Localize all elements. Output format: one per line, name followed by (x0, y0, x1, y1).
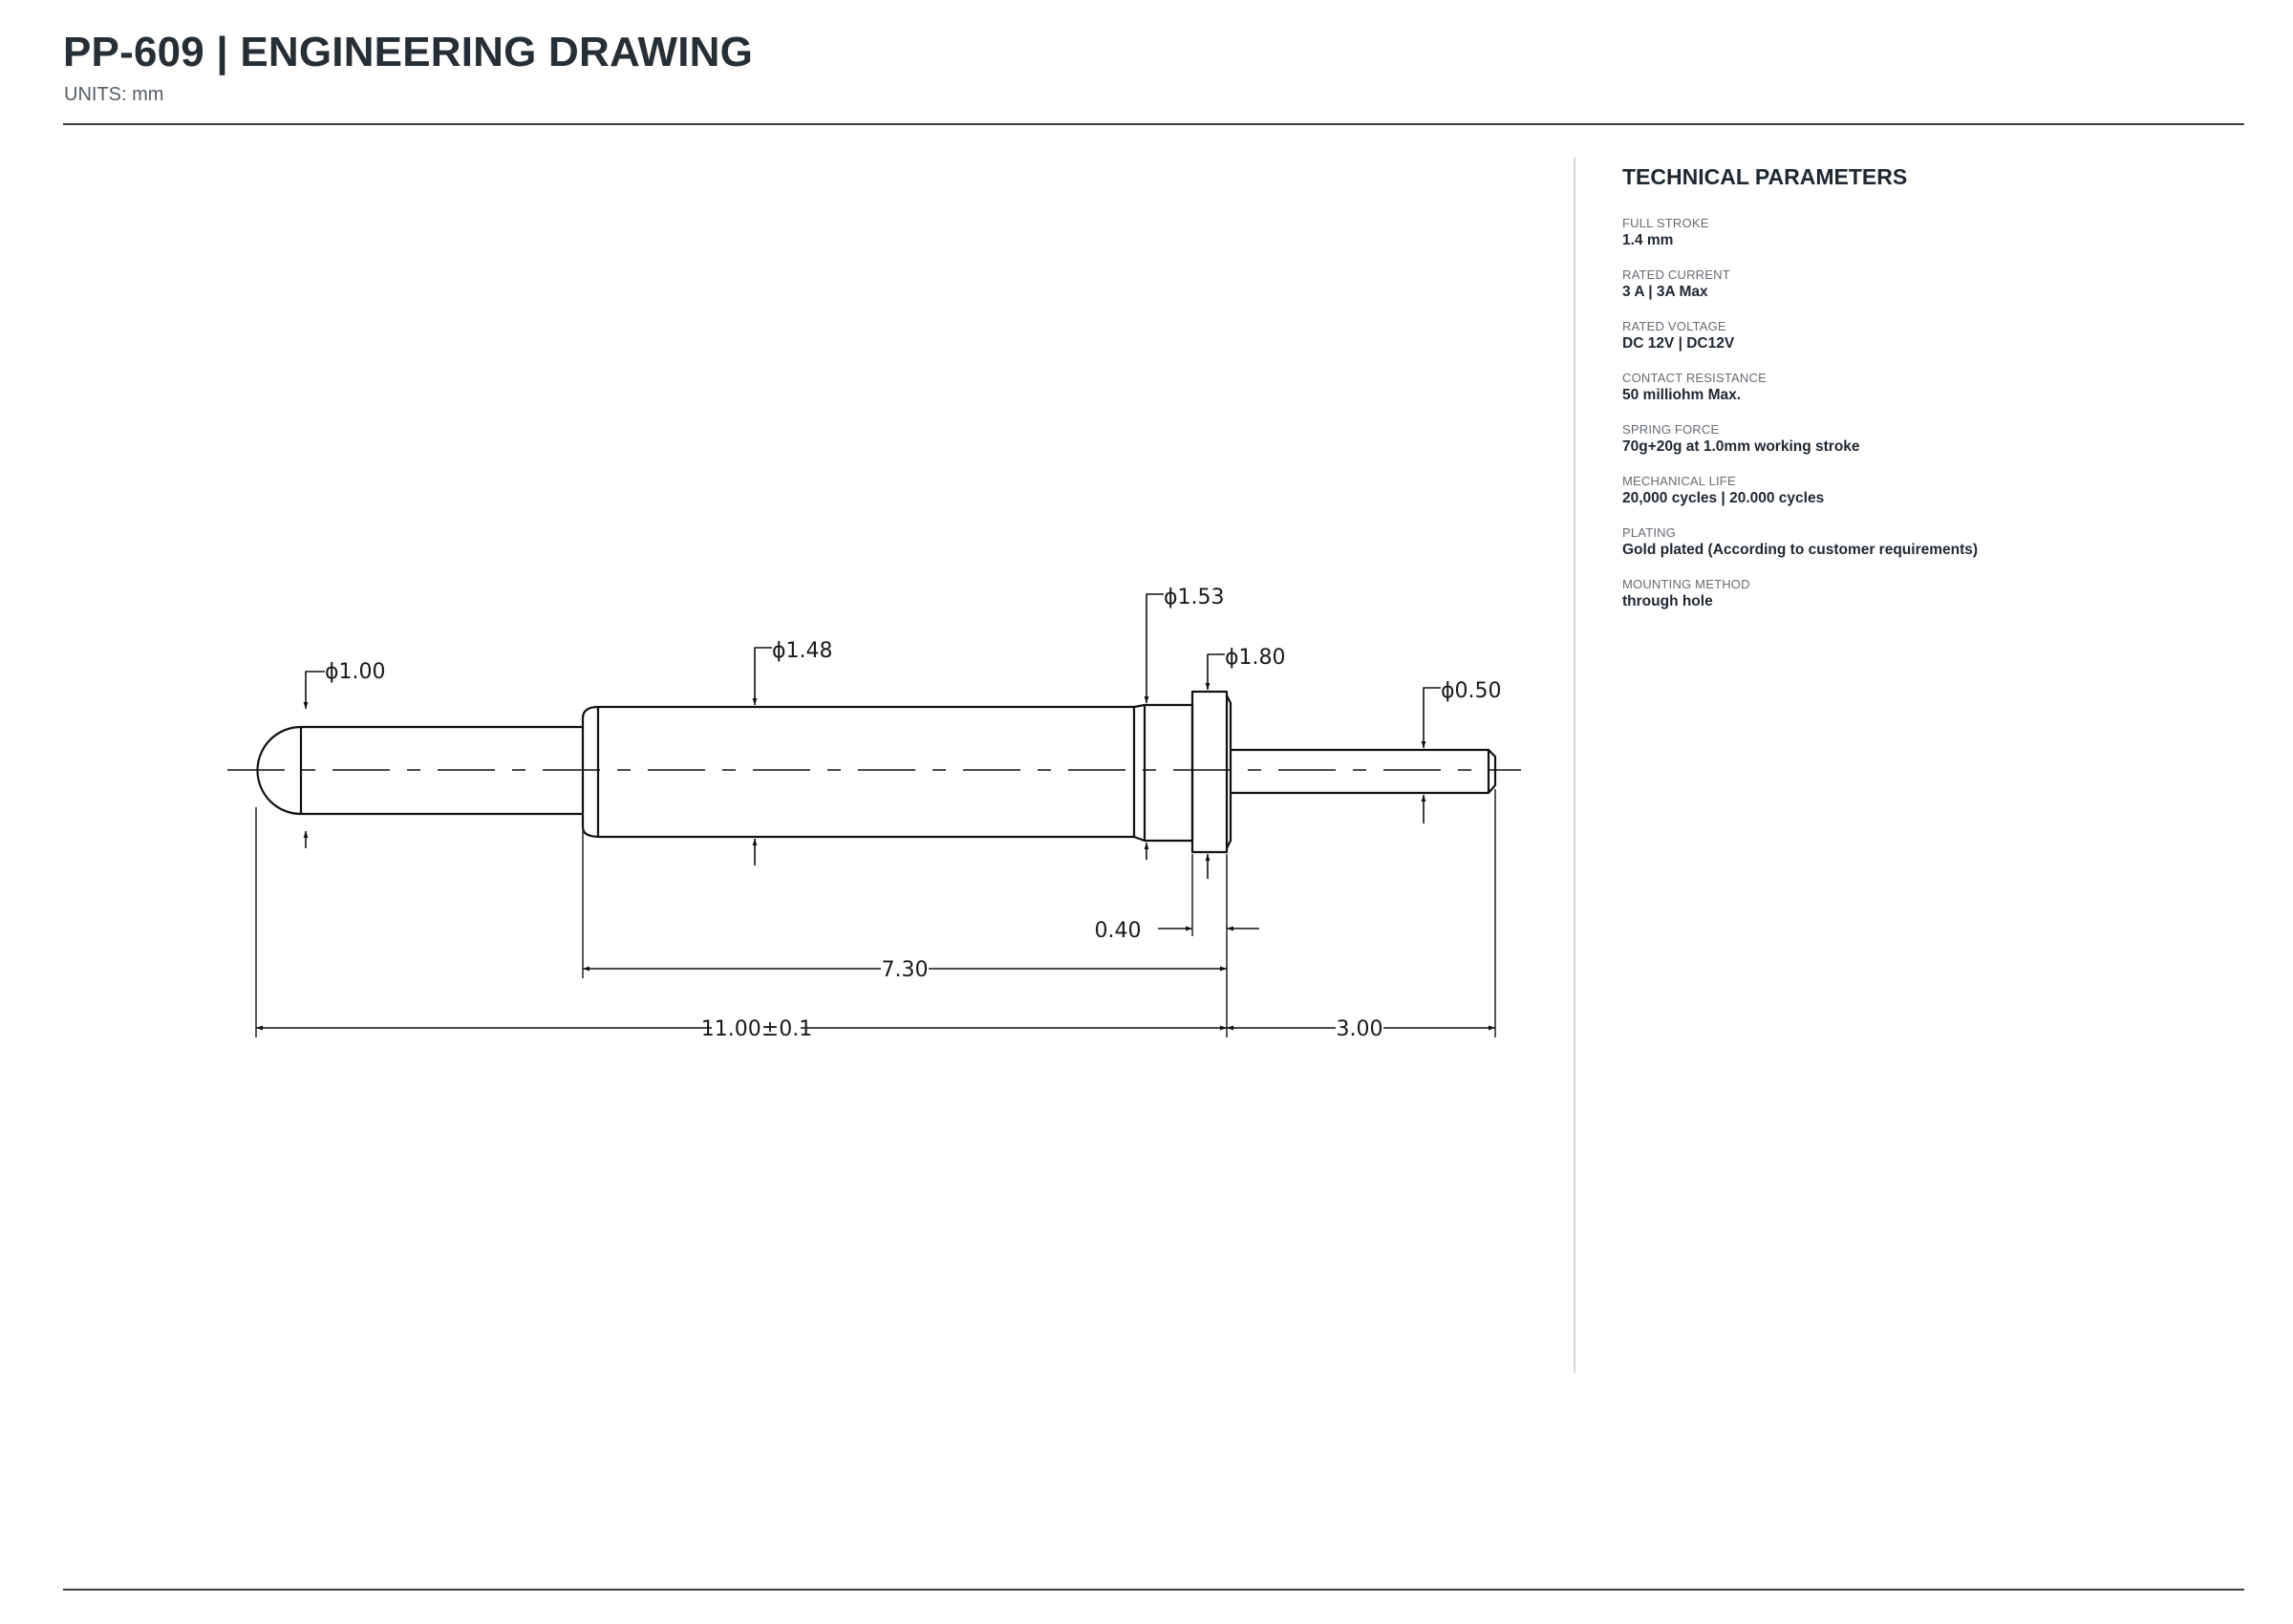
param-value: 70g+20g at 1.0mm working stroke (1622, 438, 1860, 455)
param-mounting-method: MOUNTING METHOD through hole (1622, 576, 2234, 611)
param-spring-force: SPRING FORCE 70g+20g at 1.0mm working st… (1622, 421, 2234, 457)
param-rated-current: RATED CURRENT 3 A | 3A Max (1622, 267, 2234, 302)
param-plating: PLATING Gold plated (According to custom… (1622, 524, 2234, 560)
param-full-stroke: FULL STROKE 1.4 mm (1622, 215, 2234, 250)
panel-divider (1574, 158, 1575, 1373)
plunger-body (301, 725, 583, 816)
header-divider (63, 123, 2244, 125)
param-value: 1.4 mm (1622, 232, 1674, 248)
param-label: CONTACT RESISTANCE (1622, 371, 1767, 385)
param-contact-resistance: CONTACT RESISTANCE 50 milliohm Max. (1622, 370, 2234, 405)
param-value: through hole (1622, 593, 1713, 609)
param-label: SPRING FORCE (1622, 422, 1720, 437)
dim-tip-diameter: ϕ1.00 (325, 660, 386, 684)
param-value: DC 12V | DC12V (1622, 335, 1735, 352)
param-mechanical-life: MECHANICAL LIFE 20,000 cycles | 20.000 c… (1622, 473, 2234, 508)
footer-divider (63, 1589, 2244, 1591)
dim-overall-length: 11.00±0.1 (701, 1017, 812, 1041)
dim-tail-diameter: ϕ0.50 (1441, 679, 1502, 703)
collar (1133, 703, 1194, 843)
param-rated-voltage: RATED VOLTAGE DC 12V | DC12V (1622, 318, 2234, 353)
param-value: 3 A | 3A Max (1622, 284, 1708, 300)
page-title: PP-609 | ENGINEERING DRAWING (63, 29, 754, 75)
param-label: MECHANICAL LIFE (1622, 474, 1736, 488)
param-value: 20,000 cycles | 20.000 cycles (1622, 490, 1825, 506)
dim-collar-diameter: ϕ1.53 (1164, 586, 1225, 609)
param-value: Gold plated (According to customer requi… (1622, 542, 1979, 558)
units-label: UNITS: mm (64, 84, 164, 105)
param-label: RATED CURRENT (1622, 267, 1730, 282)
tail (1231, 748, 1497, 795)
plunger-tip (256, 725, 303, 816)
param-label: FULL STROKE (1622, 216, 1709, 230)
param-label: PLATING (1622, 525, 1677, 540)
param-label: RATED VOLTAGE (1622, 319, 1726, 333)
technical-parameters-panel: TECHNICAL PARAMETERS FULL STROKE 1.4 mm … (1622, 164, 2234, 628)
param-value: 50 milliohm Max. (1622, 387, 1742, 403)
param-label: MOUNTING METHOD (1622, 577, 1750, 591)
panel-title: TECHNICAL PARAMETERS (1622, 164, 1908, 189)
barrel (581, 705, 1134, 839)
dim-barrel-length: 7.30 (882, 958, 929, 982)
dim-tail-length: 3.00 (1337, 1017, 1383, 1041)
dim-flange-length: 0.40 (1095, 919, 1142, 943)
dim-flange-diameter: ϕ1.80 (1225, 646, 1286, 670)
flange (1190, 690, 1229, 854)
dim-barrel-diameter: ϕ1.48 (772, 639, 833, 663)
